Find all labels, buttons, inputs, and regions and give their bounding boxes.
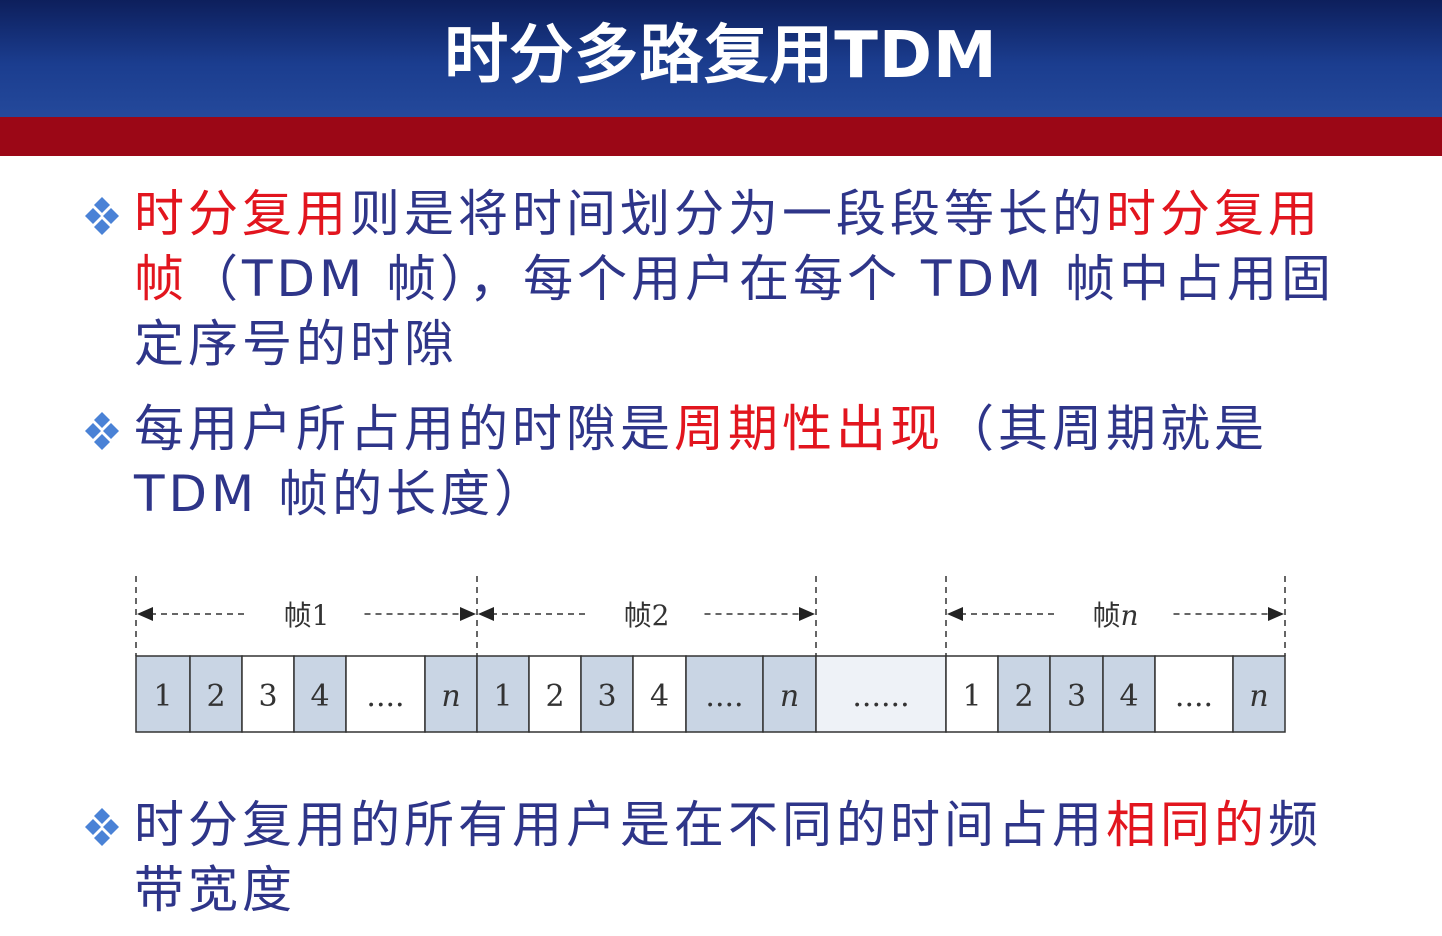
- time-slot: [1102, 655, 1156, 733]
- diamond-bullet-icon: [85, 808, 119, 846]
- time-slot-label: n: [1249, 679, 1268, 714]
- time-slot: [293, 655, 347, 733]
- time-slot-label: 2: [206, 679, 225, 714]
- diamond-shape: [85, 819, 101, 835]
- time-slot: [997, 655, 1051, 733]
- time-slot: [945, 655, 999, 733]
- frame-label-prefix: 帧: [1092, 599, 1120, 632]
- frame-label-number: n: [1120, 599, 1138, 632]
- diamond-shape: [85, 423, 101, 439]
- bullet-text: 时分复用则是将时间划分为一段段等长的时分复用帧（TDM 帧），每个用户在每个 T…: [134, 182, 1342, 377]
- arrow-right-icon: [1268, 607, 1284, 621]
- frame-label: 帧n: [1092, 599, 1138, 632]
- bullet-text-segment: 频带宽度: [134, 796, 1322, 919]
- arrow-left-icon: [137, 607, 153, 621]
- time-slot: [632, 655, 687, 733]
- time-slot: [476, 655, 530, 733]
- time-slot-label: 4: [1119, 679, 1138, 714]
- bullet-same-bandwidth: 时分复用的所有用户是在不同的时间占用相同的频带宽度: [82, 793, 1342, 923]
- diamond-shape: [94, 412, 110, 428]
- time-slot: [1154, 655, 1234, 733]
- diamond-shape: [85, 208, 101, 224]
- frame-label-prefix: 帧: [284, 599, 312, 632]
- time-slot-label: n: [780, 679, 799, 714]
- frame-label-number: 2: [652, 599, 670, 632]
- highlight-text: 时分复用帧: [134, 185, 1322, 308]
- bullet-text-segment: 每用户所占用的时隙是: [134, 400, 674, 458]
- frame-label: 帧2: [624, 599, 670, 632]
- time-slot-label: 4: [310, 679, 329, 714]
- time-slot-label: 2: [545, 679, 564, 714]
- bullet-text-segment: （TDM 帧），每个用户在每个 TDM 帧中占用固定序号的时隙: [134, 250, 1336, 373]
- bullet-text-segment: 时分复用的所有用户是在不同的时间占用: [134, 796, 1106, 854]
- diamond-bullet-icon: [85, 197, 119, 235]
- time-slot-label: ....: [366, 679, 404, 714]
- time-slot-label: 3: [1067, 679, 1086, 714]
- time-slot-label: 2: [1014, 679, 1033, 714]
- arrow-right-icon: [460, 607, 476, 621]
- title-accent-bar: [0, 117, 1442, 156]
- diamond-shape: [94, 830, 110, 846]
- time-slot: [345, 655, 426, 733]
- diamond-shape: [94, 219, 110, 235]
- time-slot: [189, 655, 243, 733]
- time-slot: [580, 655, 634, 733]
- arrow-right-icon: [799, 607, 815, 621]
- time-slot: [135, 655, 191, 733]
- page-title: 时分多路复用TDM: [444, 19, 998, 93]
- diamond-shape: [103, 819, 119, 835]
- highlight-text: 时分复用: [134, 185, 350, 243]
- time-slot-label: ....: [1175, 679, 1213, 714]
- bullet-periodic-slots: 每用户所占用的时隙是周期性出现（其周期就是 TDM 帧的长度）: [82, 397, 1342, 527]
- arrow-left-icon: [478, 607, 494, 621]
- title-bar: 时分多路复用TDM: [0, 0, 1442, 117]
- time-slot-label: 3: [258, 679, 277, 714]
- bullet-text: 每用户所占用的时隙是周期性出现（其周期就是 TDM 帧的长度）: [134, 397, 1342, 527]
- diamond-shape: [103, 208, 119, 224]
- bullet-text: 时分复用的所有用户是在不同的时间占用相同的频带宽度: [134, 793, 1342, 923]
- time-slot: [1049, 655, 1104, 733]
- diamond-shape: [94, 434, 110, 450]
- frame-label-prefix: 帧: [624, 599, 652, 632]
- bullet-time-division-definition: 时分复用则是将时间划分为一段段等长的时分复用帧（TDM 帧），每个用户在每个 T…: [82, 182, 1342, 377]
- time-slot-label: ....: [705, 679, 743, 714]
- time-slot-label: 1: [153, 679, 172, 714]
- highlight-text: 相同的: [1106, 796, 1268, 854]
- frame-label-number: 1: [312, 599, 330, 632]
- bullet-text-segment: （其周期就是 TDM 帧的长度）: [134, 400, 1268, 523]
- time-slot: [241, 655, 295, 733]
- time-slot-label: ......: [852, 679, 909, 714]
- time-slot: [685, 655, 764, 733]
- frame-label: 帧1: [284, 599, 330, 632]
- time-slot-label: 3: [597, 679, 616, 714]
- time-slot-label: 1: [962, 679, 981, 714]
- time-slot: [815, 655, 947, 733]
- diamond-shape: [94, 808, 110, 824]
- diamond-shape: [94, 197, 110, 213]
- diamond-shape: [103, 423, 119, 439]
- diamond-bullet-icon: [85, 412, 119, 450]
- time-slot-label: 4: [650, 679, 669, 714]
- time-slot-label: 1: [493, 679, 512, 714]
- arrow-left-icon: [947, 607, 963, 621]
- highlight-text: 周期性出现: [674, 400, 944, 458]
- time-slot: [1232, 655, 1286, 733]
- bullet-text-segment: 则是将时间划分为一段段等长的: [350, 185, 1106, 243]
- time-slot-label: n: [441, 679, 460, 714]
- time-slot: [424, 655, 478, 733]
